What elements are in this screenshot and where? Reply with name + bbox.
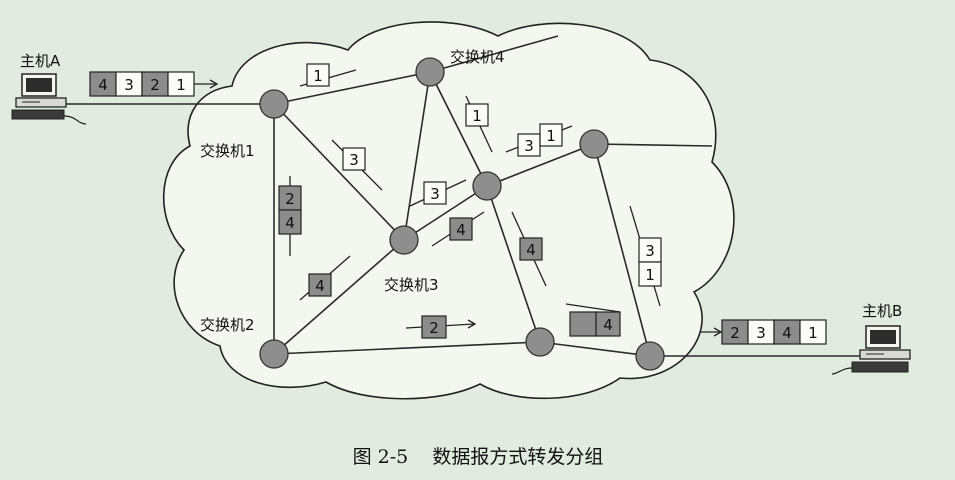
packet-in-transit: 4 <box>299 255 351 301</box>
switch-3-label: 交换机3 <box>384 276 439 294</box>
packet-label: 4 <box>98 76 108 94</box>
link-s7-s8 <box>539 341 651 357</box>
packet-label: 3 <box>430 185 440 203</box>
switch-7-node <box>525 327 555 357</box>
packet-label: 4 <box>526 241 536 259</box>
host-b-computer-icon <box>831 325 911 375</box>
link-s6-s8 <box>593 143 651 357</box>
link-s5-s7 <box>486 185 541 343</box>
packet-in-transit: 3 <box>409 179 467 207</box>
link-s2-s3 <box>273 239 405 355</box>
packet-in-transit: 3 <box>331 139 383 191</box>
link-s2-s7 <box>273 341 541 355</box>
switch-4-node <box>415 57 445 87</box>
link-s3-s5 <box>403 185 488 241</box>
packet-in-transit: 4 <box>565 303 621 337</box>
link-s5-s6 <box>486 143 595 187</box>
network-links <box>62 35 862 357</box>
packet-group-source: 4 3 2 1 <box>89 71 219 97</box>
host-a-computer-icon <box>11 73 87 125</box>
switch-6-node <box>579 129 609 159</box>
packet-label: 2 <box>429 319 439 337</box>
packet-label: 1 <box>176 76 186 94</box>
switch-2-label: 交换机2 <box>200 316 255 334</box>
packet-in-transit: 3 1 <box>505 123 573 157</box>
packet-label: 4 <box>782 324 792 342</box>
packet-in-transit: 1 <box>299 63 357 87</box>
link-s1-s4 <box>273 71 431 105</box>
packet-label: 2 <box>150 76 160 94</box>
packet-label: 1 <box>808 324 818 342</box>
packet-in-transit: 4 <box>511 211 547 287</box>
switch-1-label: 交换机1 <box>200 142 255 160</box>
packet-in-transit: 1 <box>465 95 493 153</box>
packet-label: 3 <box>124 76 134 94</box>
host-b-label: 主机B <box>862 302 902 320</box>
packet-label: 4 <box>603 316 613 334</box>
switch-3-node <box>389 225 419 255</box>
packet-label: 4 <box>285 214 295 232</box>
packet-label: 3 <box>349 151 359 169</box>
packet-label: 1 <box>645 266 655 284</box>
packet-in-transit: 4 <box>431 211 485 247</box>
packet-label: 3 <box>524 137 534 155</box>
packet-label: 4 <box>315 277 325 295</box>
switch-4-label: 交换机4 <box>450 48 505 66</box>
packet-label: 1 <box>472 107 482 125</box>
packet-label: 3 <box>756 324 766 342</box>
figure-caption: 图 2-5 数据报方式转发分组 <box>353 446 604 468</box>
link-s4-cloud <box>429 35 559 73</box>
switch-8-node <box>635 341 665 371</box>
link-s1-s3 <box>273 103 405 241</box>
packet-in-transit: 3 1 <box>629 205 662 307</box>
packet-label: 2 <box>285 190 295 208</box>
packet-label: 4 <box>456 221 466 239</box>
packet-label: 3 <box>645 242 655 260</box>
link-s4-s5 <box>429 71 488 187</box>
packet-group-destination: 2 3 4 1 <box>700 319 827 345</box>
switch-2-node <box>259 339 289 369</box>
packet-label: 1 <box>546 127 556 145</box>
packet-label: 1 <box>313 67 323 85</box>
link-s6-cloud <box>593 143 713 147</box>
switch-nodes <box>259 57 665 371</box>
packet-in-transit: 2 4 <box>278 176 302 256</box>
switch-1-node <box>259 89 289 119</box>
link-s4-s3 <box>403 71 431 241</box>
packet-label: 2 <box>730 324 740 342</box>
host-a-label: 主机A <box>20 52 61 70</box>
packet-in-transit: 2 <box>405 315 477 339</box>
switch-5-node <box>472 171 502 201</box>
